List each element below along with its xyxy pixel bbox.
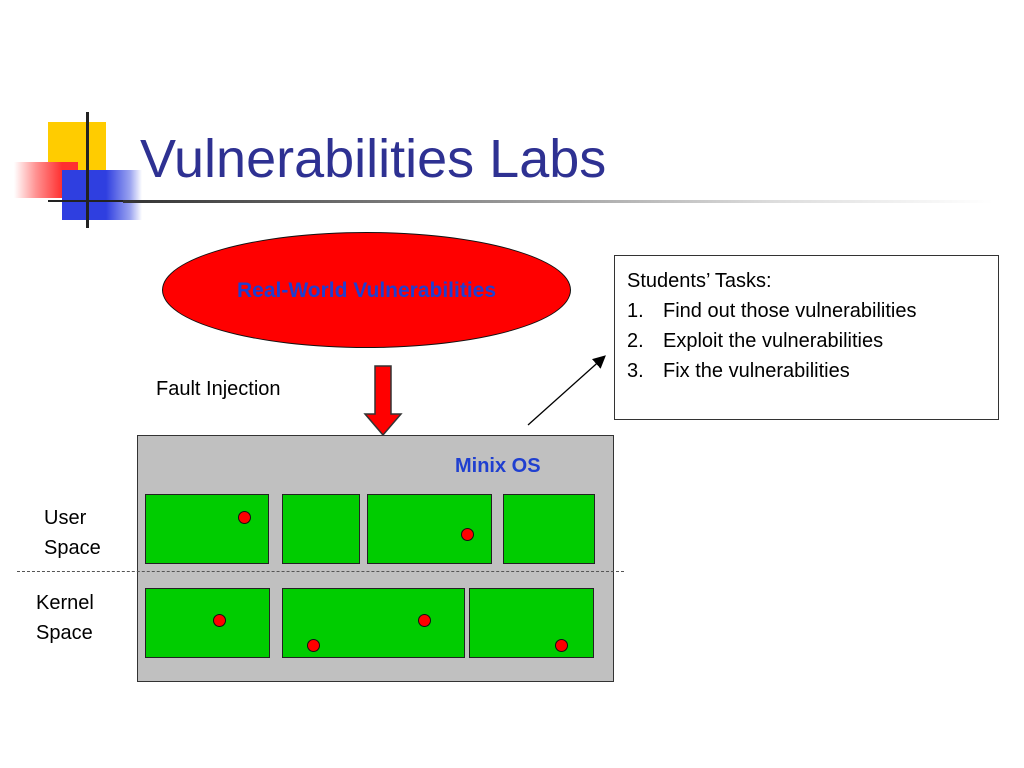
task-item: 1. Find out those vulnerabilities xyxy=(627,296,998,326)
user-module-1 xyxy=(145,494,269,564)
real-world-vulnerabilities-ellipse xyxy=(162,232,571,348)
vulnerability-dot xyxy=(555,639,568,652)
minix-os-label: Minix OS xyxy=(455,455,541,477)
title-decoration-vline xyxy=(86,112,89,228)
kernel-space-label-line: Space xyxy=(36,622,93,644)
vulnerability-dot xyxy=(418,614,431,627)
user-kernel-divider xyxy=(17,571,624,572)
user-module-4 xyxy=(503,494,595,564)
title-decoration-hline xyxy=(48,200,123,202)
students-tasks-box: Students’ Tasks: 1. Find out those vulne… xyxy=(614,255,999,420)
vulnerability-dot xyxy=(307,639,320,652)
real-world-vulnerabilities-label: Real-World Vulnerabilities xyxy=(236,279,497,302)
user-space-label: User Space xyxy=(44,503,101,563)
task-text: Find out those vulnerabilities xyxy=(663,300,917,322)
task-text: Fix the vulnerabilities xyxy=(663,360,850,382)
tasks-pointer-arrow xyxy=(527,355,606,426)
title-decoration-blue xyxy=(62,170,142,220)
user-space-label-line: Space xyxy=(44,537,101,559)
vulnerability-dot xyxy=(238,511,251,524)
task-text: Exploit the vulnerabilities xyxy=(663,330,884,352)
vulnerability-dot xyxy=(461,528,474,541)
user-space-label-line: User xyxy=(44,507,87,529)
task-number: 1. xyxy=(627,300,644,322)
kernel-module-1 xyxy=(145,588,270,658)
task-number: 2. xyxy=(627,330,644,352)
kernel-module-3 xyxy=(469,588,594,658)
fault-injection-arrow xyxy=(363,365,403,437)
kernel-space-label-line: Kernel xyxy=(36,592,94,614)
kernel-space-label: Kernel Space xyxy=(36,588,94,648)
tasks-heading: Students’ Tasks: xyxy=(627,270,772,292)
task-item: 3. Fix the vulnerabilities xyxy=(627,356,998,386)
title-rule xyxy=(123,200,993,203)
task-number: 3. xyxy=(627,360,644,382)
task-item: 2. Exploit the vulnerabilities xyxy=(627,326,998,356)
vulnerability-dot xyxy=(213,614,226,627)
user-module-2 xyxy=(282,494,360,564)
slide-title: Vulnerabilities Labs xyxy=(140,129,607,189)
fault-injection-label: Fault Injection xyxy=(156,378,281,400)
